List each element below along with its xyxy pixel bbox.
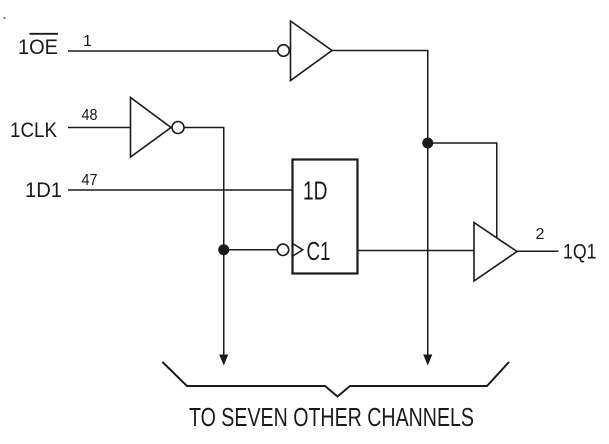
clk-label: 1CLK [10, 119, 57, 142]
enable-branch-wire [427, 142, 498, 239]
flipflop-clock-bubble-icon [276, 243, 290, 257]
speck-artifact [3, 16, 6, 20]
flipflop-box [291, 158, 359, 275]
brace-icon [162, 361, 510, 398]
arrow-down-icon-left [219, 354, 229, 366]
flipflop-clock-label: C1 [307, 236, 331, 266]
q-label: 1Q1 [563, 241, 597, 264]
clk-output-wire [184, 126, 225, 355]
d-label: 1D1 [25, 179, 62, 202]
clk-pin-number: 48 [82, 107, 98, 124]
oe-buffer-icon [289, 19, 334, 83]
oe-label: 1OE [18, 36, 58, 59]
arrow-down-icon-right [423, 354, 433, 366]
clk-inverter-icon [129, 95, 173, 159]
oe-output-wire [332, 49, 429, 355]
clk-inverter-bubble-icon [171, 120, 185, 135]
d-pin-number: 47 [82, 172, 98, 189]
output-buffer-icon [473, 220, 519, 283]
flipflop-d-label: 1D [303, 176, 328, 206]
flipflop-edge-trigger-icon [292, 242, 305, 257]
caption-text: TO SEVEN OTHER CHANNELS [189, 402, 474, 432]
oe-buffer-input-bubble-icon [276, 43, 291, 58]
oe-pin-number: 1 [83, 33, 92, 50]
q-pin-number: 2 [536, 226, 545, 243]
